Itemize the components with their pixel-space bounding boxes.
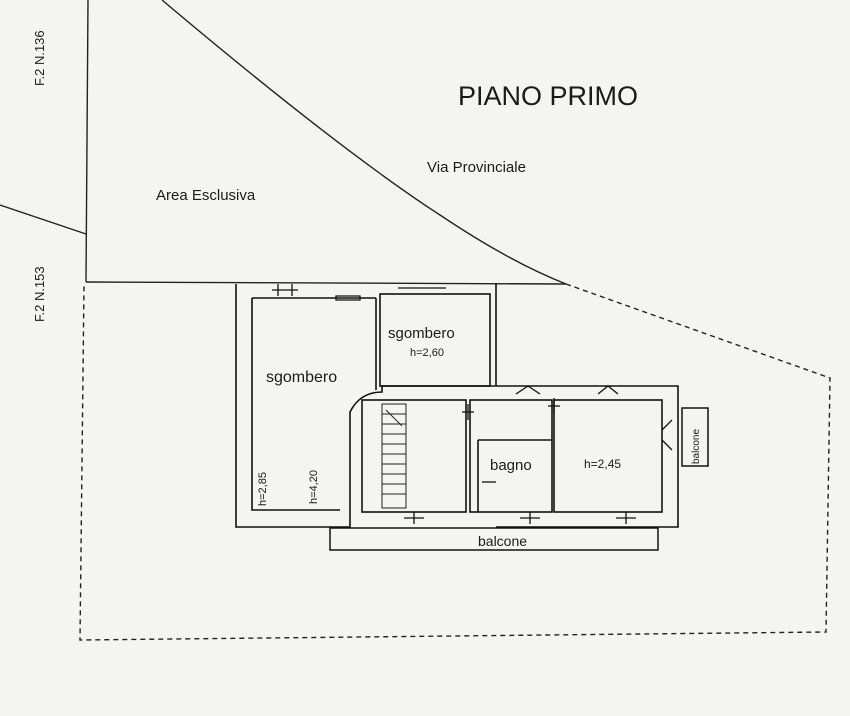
building: [235, 284, 679, 528]
height-label-room-right: h=2,45: [584, 457, 621, 471]
plan-title: PIANO PRIMO: [458, 81, 638, 111]
room-label-sgombero-large: sgombero: [266, 369, 337, 386]
boundary-horizontal: [85, 281, 567, 285]
road-curve: [161, 0, 567, 285]
boundary-dashed: [79, 283, 831, 641]
room-sgombero-small-walls: [379, 293, 491, 387]
site-lines: [0, 0, 831, 641]
height-label-sgombero-a: h=2,85: [257, 472, 269, 506]
road-label: Via Provinciale: [427, 159, 526, 176]
area-label: Area Esclusiva: [156, 187, 256, 204]
boundary-left-diagonal: [0, 204, 87, 235]
bagno-walls: [477, 439, 552, 512]
stairs: [381, 403, 407, 509]
openings: [272, 284, 673, 524]
balcone-bottom-label: balcone: [478, 533, 527, 549]
stair-room-walls: [361, 399, 467, 513]
height-label-sgombero-b: h=4,20: [308, 470, 320, 504]
balcone-side-rect: [681, 407, 709, 467]
room-right-walls: [553, 399, 663, 513]
room-center-walls: [469, 399, 553, 513]
room-label-bagno: bagno: [490, 457, 532, 474]
height-label-sgombero-small: h=2,60: [410, 347, 444, 359]
outer-wall: [235, 284, 679, 528]
stairs-arrow: [385, 409, 403, 427]
parcel-label-top: F.2 N.136: [32, 30, 47, 86]
room-label-sgombero-small: sgombero: [388, 325, 455, 342]
parcel-label-bottom: F.2 N.153: [32, 266, 47, 322]
balcone-bottom-rect: [329, 527, 659, 551]
stairs-outline: [381, 403, 407, 509]
parcel-boundary-top: [85, 0, 89, 283]
room-sgombero-large-walls: [251, 297, 377, 511]
balcone-side-label: balcone: [691, 429, 702, 464]
